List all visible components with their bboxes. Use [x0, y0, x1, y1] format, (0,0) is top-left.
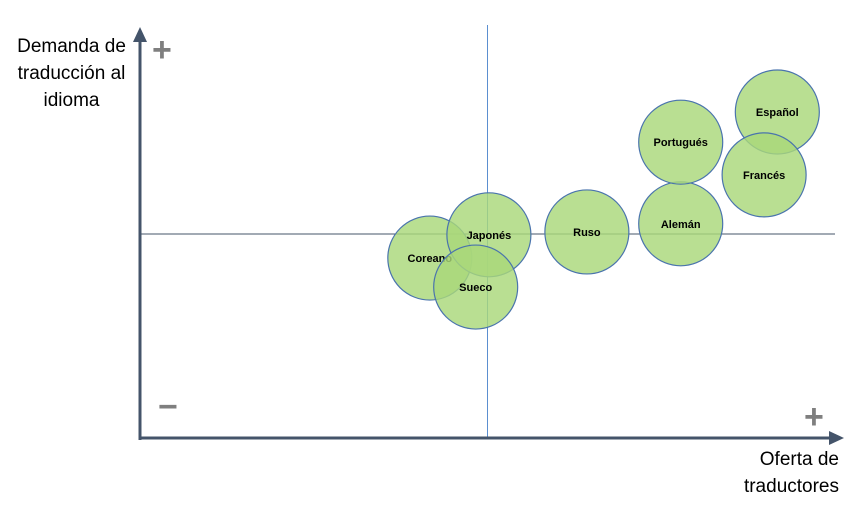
- plus-icon-right: +: [804, 398, 824, 436]
- plus-icon-top: +: [152, 31, 172, 69]
- bubble-francés: Francés: [721, 132, 807, 218]
- bubble-portugués: Portugués: [638, 99, 724, 185]
- bubble-label: Sueco: [459, 282, 492, 294]
- bubble-label: Español: [756, 107, 799, 119]
- x-axis-label-line: Oferta de: [759, 449, 839, 470]
- x-axis-label: Oferta de traductores: [744, 446, 839, 500]
- y-axis-label-line: Demanda de: [17, 36, 126, 57]
- bubble-label: Portugués: [654, 137, 708, 149]
- bubble-sueco: Sueco: [433, 244, 519, 330]
- bubble-circle: [638, 99, 724, 185]
- bubble-label: Francés: [743, 170, 785, 182]
- bubble-ruso: Ruso: [544, 189, 630, 275]
- bubbles: CoreanoJaponésSuecoRusoAlemánPortuguésEs…: [387, 69, 820, 330]
- x-axis-arrow-icon: [829, 431, 844, 445]
- bubble-alemán: Alemán: [638, 181, 724, 267]
- bubble-circle: [433, 244, 519, 330]
- bubble-label: Japonés: [467, 230, 512, 242]
- bubble-circle: [544, 189, 630, 275]
- y-axis-label: Demanda de traducción al idioma: [4, 33, 139, 114]
- bubble-label: Alemán: [661, 219, 701, 231]
- y-axis-label-line: traducción al: [17, 63, 126, 84]
- x-axis-label-line: traductores: [743, 476, 839, 497]
- bubble-label: Ruso: [573, 227, 601, 239]
- minus-icon: −: [158, 388, 178, 426]
- y-axis-label-line: idioma: [43, 90, 100, 111]
- bubble-circle: [721, 132, 807, 218]
- y-axis-arrow-icon: [133, 27, 147, 42]
